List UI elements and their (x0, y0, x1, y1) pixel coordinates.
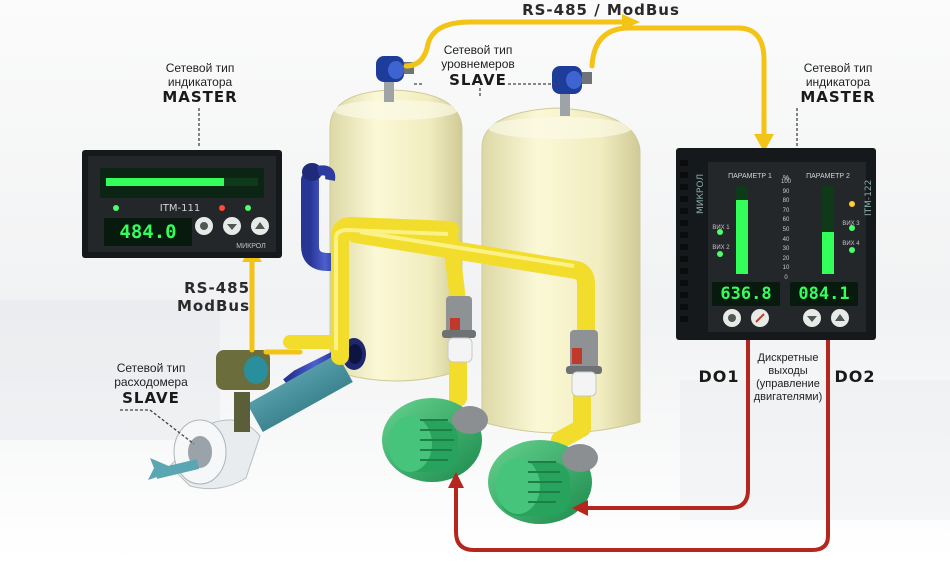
scale-tick: 30 (782, 246, 790, 253)
right-indicator-display2: 084.1 (798, 284, 850, 304)
discrete-note-3: (управление (756, 378, 820, 390)
right-indicator-out1: ВИХ 1 (712, 225, 730, 231)
scale-tick: 50 (782, 227, 790, 233)
scale-tick: 70 (782, 207, 790, 214)
flowmeter-caption-2: расходомера (114, 375, 188, 389)
left-indicator-caption-2: индикатора (167, 75, 233, 89)
sight-glass-right (571, 371, 597, 397)
teal-pipe (247, 354, 353, 432)
left-indicator-brand: МИКРОЛ (236, 243, 266, 250)
sight-glass-left (447, 337, 473, 363)
scale-tick: 0 (784, 275, 788, 281)
right-indicator-out3: ВИХ 3 (842, 221, 860, 227)
right-indicator-caption-1: Сетевой тип (803, 61, 873, 75)
left-indicator-display: 484.0 (119, 221, 177, 243)
discrete-note-2: выходы (768, 365, 808, 377)
scale-tick: 80 (782, 198, 790, 205)
level-meters-caption-2: уровнемеров (441, 57, 515, 71)
level-meters-caption-1: Сетевой тип (443, 43, 513, 57)
itm122-bar2 (822, 186, 834, 274)
itm111-device (82, 150, 282, 258)
control-lines (454, 338, 830, 552)
itm111-bargraph (106, 178, 258, 186)
pump-left (382, 398, 488, 482)
right-indicator-out4: ВИХ 4 (842, 241, 860, 247)
right-indicator-param1: ПАРАМЕТР 1 (728, 173, 772, 180)
scale-tick: 10 (782, 265, 790, 272)
scale-tick: 100 (780, 179, 791, 185)
right-indicator-display1: 636.8 (720, 284, 772, 304)
blue-inlet-pipe (301, 171, 349, 271)
right-indicator-role: MASTER (800, 88, 876, 106)
control-arrowhead-2 (448, 472, 464, 488)
valve-left (442, 296, 476, 338)
flowmeter-role: SLAVE (122, 389, 180, 407)
flowmeter-device (169, 350, 270, 490)
itm122-device (676, 148, 876, 340)
valve-right (566, 330, 602, 374)
control-arrowhead-1 (572, 500, 588, 516)
top-bus-label: RS-485 / ModBus (522, 1, 680, 19)
right-indicator-out2: ВИХ 2 (712, 245, 730, 251)
right-indicator-param2: ПАРАМЕТР 2 (806, 173, 850, 180)
level-meters-role: SLAVE (449, 71, 507, 89)
left-indicator-model: ITM-111 (159, 203, 201, 214)
level-meter-2 (552, 66, 592, 116)
do1-label: DO1 (698, 367, 740, 386)
do2-label: DO2 (834, 367, 876, 386)
scale-tick: 40 (782, 236, 790, 243)
left-bus-line2: ModBus (176, 297, 250, 315)
scale-tick: 20 (782, 255, 790, 262)
right-indicator-model: ITM-122 (864, 179, 874, 216)
bus-arrowhead-top (622, 14, 640, 30)
right-indicator-caption-2: индикатора (805, 75, 871, 89)
left-indicator-role: MASTER (162, 88, 238, 106)
discrete-note-1: Дискретные (757, 352, 819, 364)
bus-lines (249, 19, 767, 355)
right-indicator-brand: МИКРОЛ (696, 173, 706, 214)
left-indicator-caption-1: Сетевой тип (165, 61, 235, 75)
background-blur (0, 300, 950, 520)
itm122-bar1 (736, 186, 748, 274)
scale-tick: 90 (782, 188, 790, 195)
discrete-note-4: двигателями) (753, 391, 823, 403)
dashed-pointers (120, 83, 798, 445)
left-bus-line1: RS-485 (184, 279, 250, 297)
pipe-highlights (334, 227, 575, 350)
flowmeter-caption-1: Сетевой тип (116, 361, 186, 375)
right-indicator-unit: % (782, 175, 790, 182)
pump-right (488, 440, 598, 524)
bus-arrowhead-right (754, 134, 774, 152)
scale-tick: 60 (782, 217, 790, 224)
